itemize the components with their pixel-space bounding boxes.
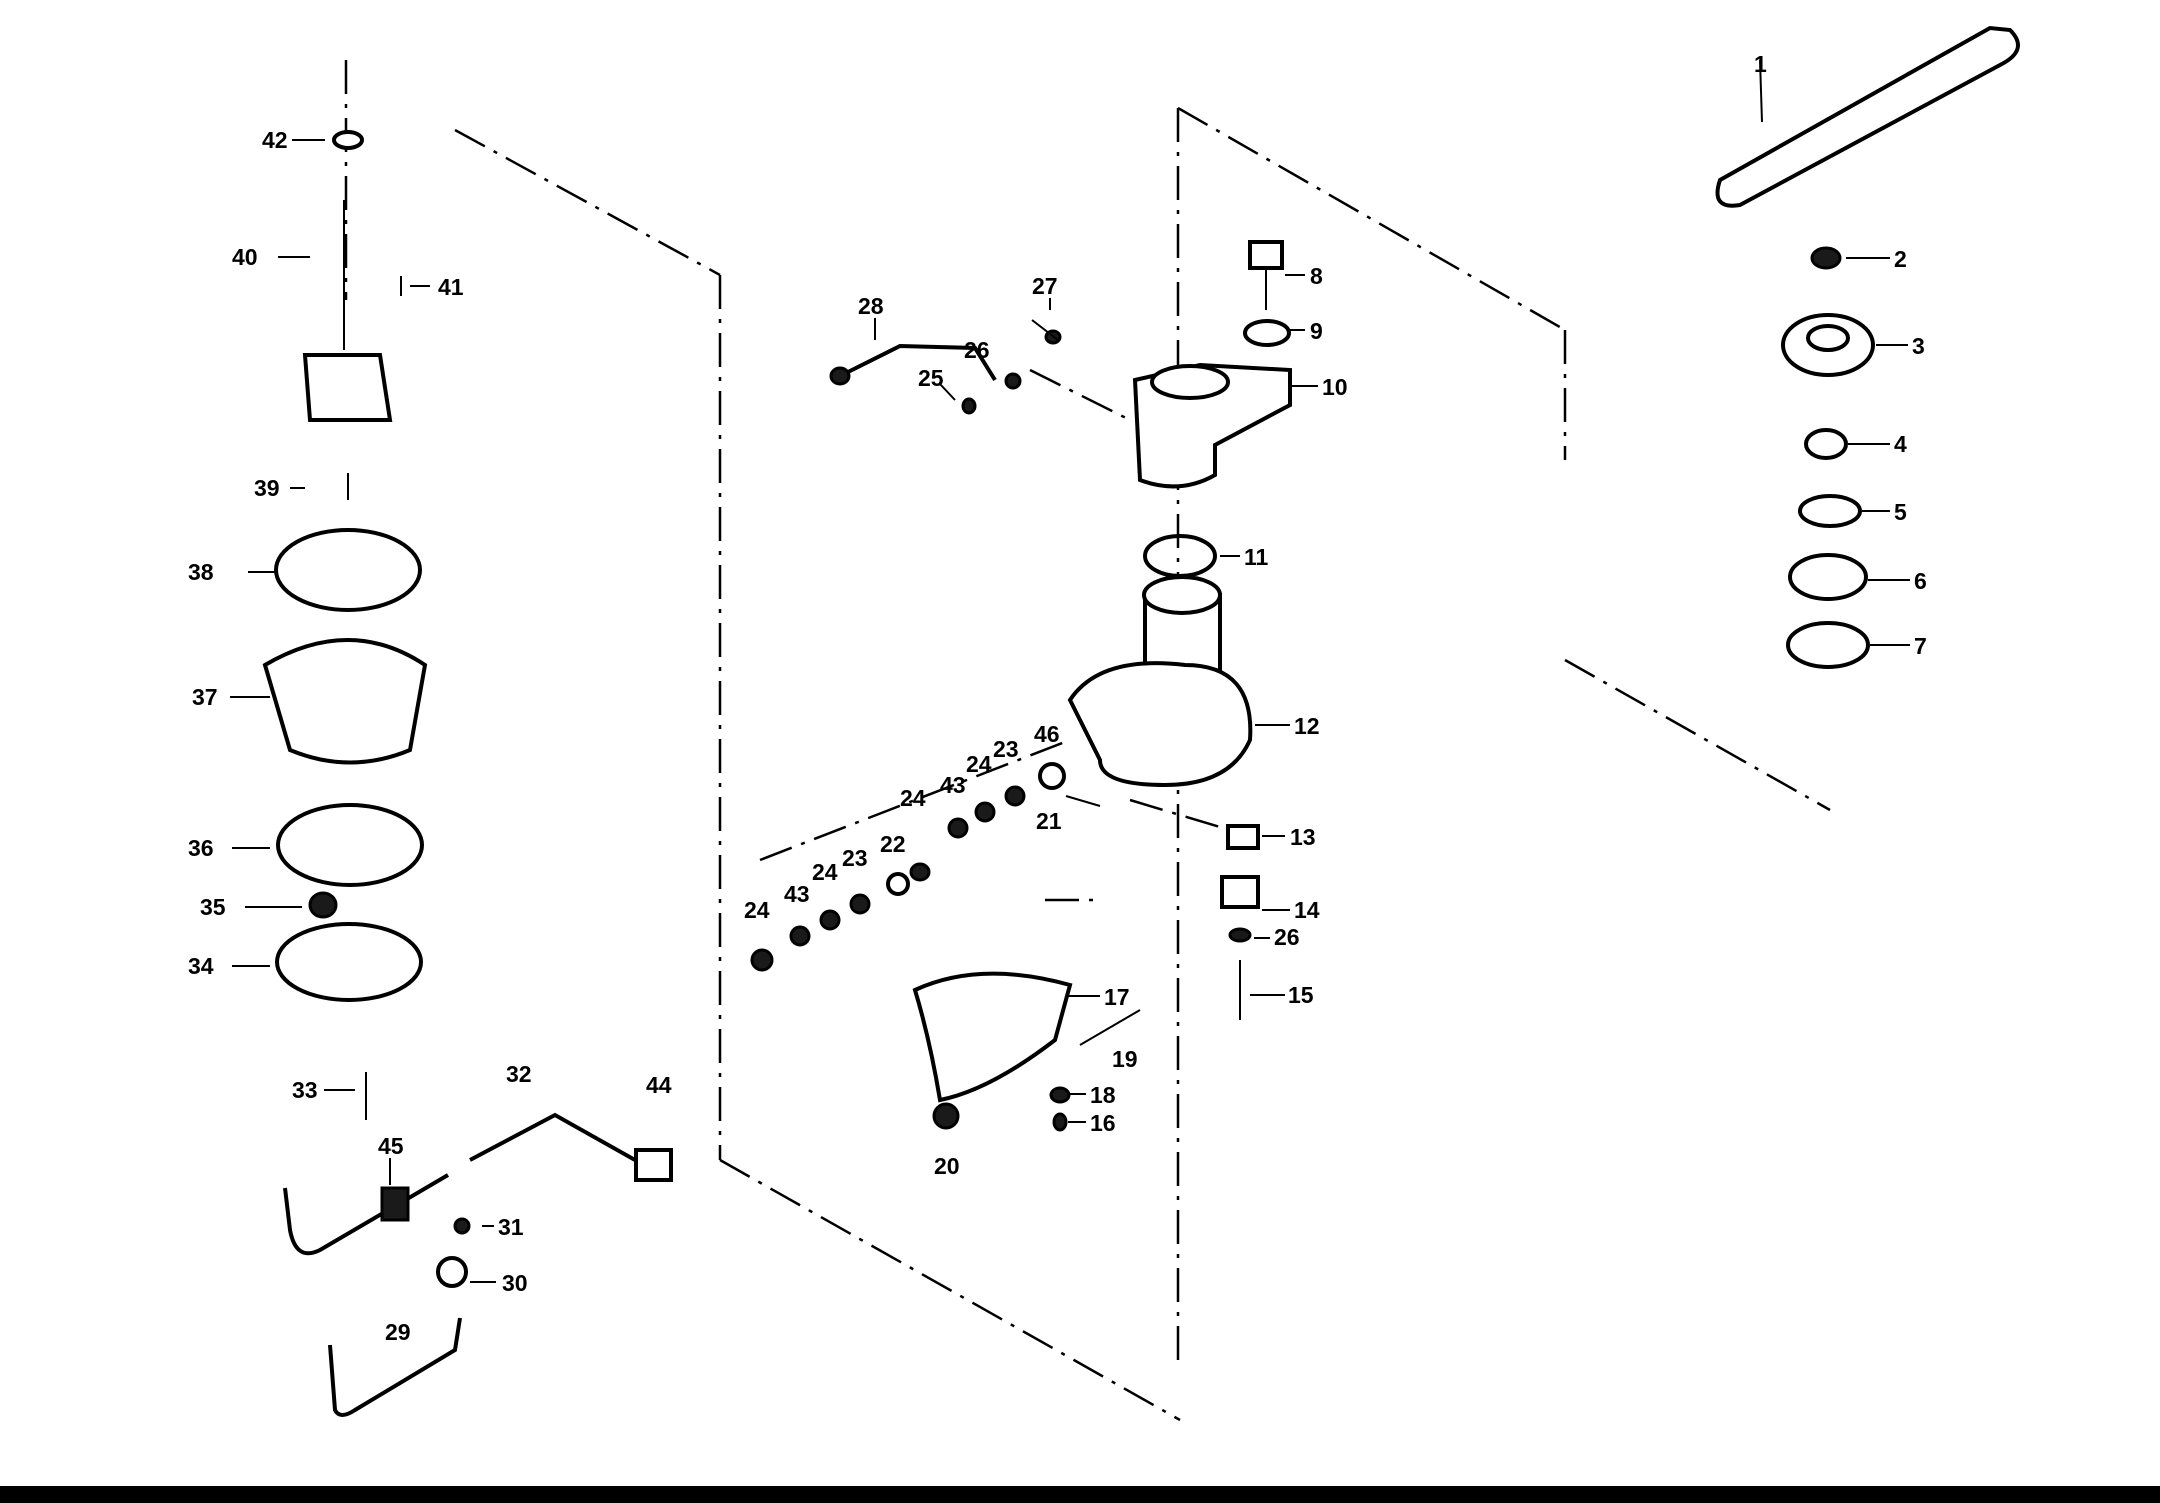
leader-lines (230, 59, 1910, 1283)
part-label-13: 13 (1290, 824, 1316, 850)
brush-holder-part (912, 971, 1073, 1103)
o-ring-part (1143, 534, 1217, 578)
part-label-27: 27 (1032, 273, 1058, 299)
shaft-part (283, 1173, 450, 1256)
part-label-4: 4 (1894, 431, 1907, 457)
part-label-44: 44 (646, 1072, 672, 1098)
part-label-22: 22 (880, 831, 906, 857)
nut-part (1810, 246, 1842, 270)
part-label-23a: 23 (993, 736, 1019, 762)
part-label-16: 16 (1090, 1110, 1116, 1136)
part-label-43b: 43 (784, 881, 810, 907)
part-label-7: 7 (1914, 633, 1927, 659)
part-label-20: 20 (934, 1153, 960, 1179)
wire-part (839, 343, 997, 382)
part-label-38: 38 (188, 559, 214, 585)
part-label-24a: 24 (966, 751, 992, 777)
cup-part (262, 638, 428, 765)
part-label-24b: 24 (900, 785, 926, 811)
part-label-8: 8 (1310, 263, 1323, 289)
magnet-ring-part (276, 803, 424, 887)
part-drawings (262, 25, 2020, 1417)
part-label-24c: 24 (812, 859, 838, 885)
part-label-43a: 43 (940, 772, 966, 798)
part-label-31: 31 (498, 1214, 524, 1240)
part-label-35: 35 (200, 894, 226, 920)
part-label-11: 11 (1244, 544, 1269, 570)
part-label-41: 41 (438, 274, 464, 300)
part-label-33: 33 (292, 1077, 318, 1103)
part-label-32: 32 (506, 1061, 532, 1087)
part-label-28: 28 (858, 293, 884, 319)
washer-chain (750, 762, 1066, 972)
part-label-15: 15 (1288, 982, 1314, 1008)
part-label-37: 37 (192, 684, 218, 710)
bracket-u-part (328, 1317, 462, 1417)
part-label-25: 25 (918, 365, 944, 391)
part-label-45: 45 (378, 1133, 404, 1159)
bracket-part (1226, 824, 1260, 850)
part-label-21: 21 (1036, 808, 1062, 834)
bolt-part (1248, 240, 1284, 270)
part-label-17: 17 (1104, 984, 1130, 1010)
part-label-12: 12 (1294, 713, 1320, 739)
housing-base-part (1067, 661, 1253, 788)
part-label-29: 29 (385, 1319, 411, 1345)
part-label-10: 10 (1322, 374, 1348, 400)
part-number-labels: 1 2 3 4 5 6 7 8 9 10 11 12 13 14 15 16 1… (188, 51, 1927, 1345)
part-label-19: 19 (1112, 1046, 1138, 1072)
belt-part (1715, 25, 2020, 208)
part-label-23b: 23 (842, 845, 868, 871)
bushing-part (1804, 428, 1848, 460)
cap-part (932, 1102, 960, 1130)
part-label-42: 42 (262, 127, 288, 153)
flywheel-plate-part (275, 922, 423, 1002)
part-label-2: 2 (1894, 246, 1907, 272)
part-label-30: 30 (502, 1270, 528, 1296)
part-label-34: 34 (188, 953, 214, 979)
ring-part (274, 528, 422, 612)
part-label-5: 5 (1894, 499, 1907, 525)
retaining-ring-part (1788, 553, 1868, 601)
seal-ring-part (1786, 621, 1870, 669)
part-label-3: 3 (1912, 333, 1925, 359)
part-label-18: 18 (1090, 1082, 1116, 1108)
pin-part (1079, 1009, 1141, 1046)
part-label-24d: 24 (744, 897, 770, 923)
part-label-14: 14 (1294, 897, 1320, 923)
part-label-26a: 26 (964, 337, 990, 363)
part-label-9: 9 (1310, 318, 1323, 344)
part-label-46: 46 (1034, 721, 1060, 747)
part-label-40: 40 (232, 244, 258, 270)
construction-lines (344, 60, 1831, 1422)
washer-part (1798, 494, 1862, 528)
part-label-6: 6 (1914, 568, 1927, 594)
part-label-26b: 26 (1274, 924, 1300, 950)
part-label-1: 1 (1754, 51, 1767, 77)
part-label-36: 36 (188, 835, 214, 861)
bottom-border-bar (0, 1486, 2160, 1503)
part-label-39: 39 (254, 475, 280, 501)
